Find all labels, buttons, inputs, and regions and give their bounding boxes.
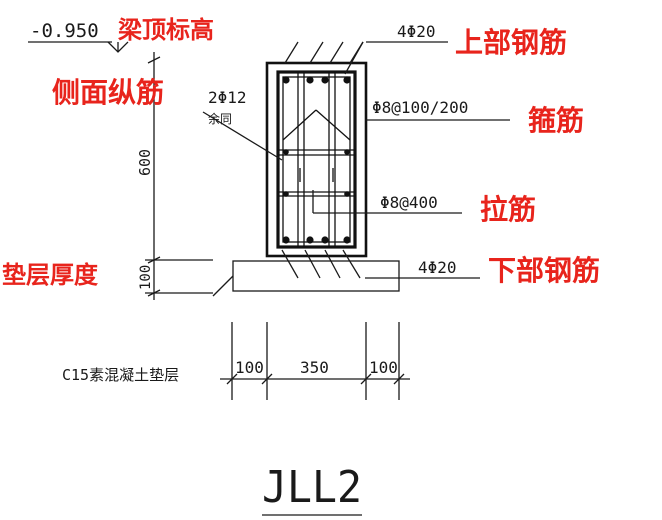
drawing-title: JLL2	[262, 462, 362, 513]
cushion-thickness-value: 100	[138, 265, 154, 290]
elevation-mark: -0.950 梁顶标高	[28, 16, 214, 53]
top-rebar-dots	[282, 76, 351, 84]
top-bars-spec: 4Φ20	[397, 22, 436, 41]
stirrups-label: 箍筋	[528, 104, 584, 137]
bottom-rebar-dots	[282, 236, 351, 244]
stirrups-spec: Φ8@100/200	[372, 98, 468, 117]
top-bars-label: 上部钢筋	[455, 26, 567, 59]
side-bars-spec: 2Φ12	[208, 88, 247, 107]
left-overhang-value: 100	[235, 358, 264, 377]
bottom-bars-label: 下部钢筋	[488, 254, 600, 287]
cushion-thickness-label: 垫层厚度	[2, 261, 99, 289]
side-rebar-dots	[283, 149, 350, 197]
right-overhang-value: 100	[369, 358, 398, 377]
leader-lines	[202, 41, 510, 279]
cushion-material-label: C15素混凝土垫层	[62, 366, 179, 384]
width-dimension: 100 350 100	[220, 322, 410, 400]
side-bars-note: 余同	[208, 111, 232, 126]
elevation-value: -0.950	[30, 20, 99, 42]
beam-height-value: 600	[136, 149, 154, 176]
reinforcement-cage	[276, 70, 357, 249]
ties-spec: Φ8@400	[380, 193, 438, 212]
cushion-layer	[212, 260, 400, 297]
side-bars-label: 侧面纵筋	[52, 76, 164, 109]
bottom-bars-spec: 4Φ20	[418, 258, 457, 277]
height-dimension: 600 100	[136, 52, 213, 300]
ties-label: 拉筋	[480, 193, 536, 226]
beam-outline	[265, 41, 368, 258]
beam-width-value: 350	[300, 358, 329, 377]
elevation-label: 梁顶标高	[117, 16, 214, 44]
